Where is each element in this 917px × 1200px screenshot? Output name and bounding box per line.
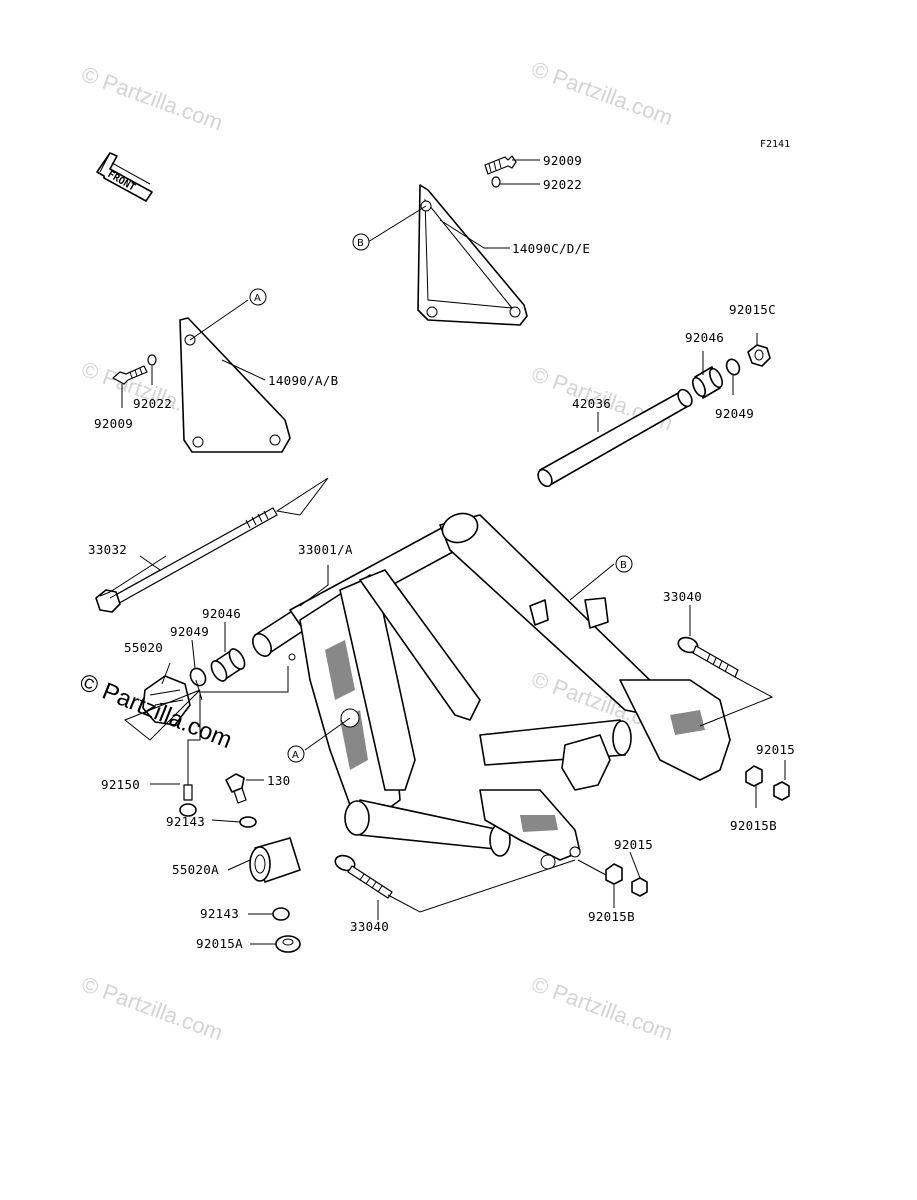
- nut-92015b-right-icon: [745, 765, 763, 787]
- collar-92143-top-icon: [239, 816, 257, 828]
- watermark: © Partzilla.com: [528, 56, 676, 130]
- mount-55020a-icon: [249, 837, 301, 883]
- label-92009-top: 92009: [543, 153, 582, 168]
- label-55020: 55020: [124, 640, 163, 655]
- bolt-92009-left-icon: [112, 365, 148, 385]
- washer-92022-left-icon: [147, 354, 157, 366]
- label-92150: 92150: [101, 777, 140, 792]
- watermark: © Partzilla.com: [78, 971, 226, 1045]
- label-92143-top: 92143: [166, 814, 205, 829]
- mount-55020-icon: [142, 675, 191, 726]
- washer-92049-right-icon: [725, 358, 741, 376]
- label-14090cde: 14090C/D/E: [512, 241, 590, 256]
- bushing-92046-right-icon: [692, 366, 723, 399]
- adjuster-33040-right-icon: [677, 636, 739, 678]
- washer-92049-left-icon: [189, 667, 207, 687]
- label-92049-right: 92049: [715, 406, 754, 421]
- ref-b-top: B: [352, 233, 370, 251]
- label-33040-bot: 33040: [350, 919, 389, 934]
- label-33040-right: 33040: [663, 589, 702, 604]
- ref-b-frame: B: [615, 555, 633, 573]
- collar-92143-bot-icon: [272, 907, 290, 921]
- diagram-code: F2141: [760, 139, 790, 150]
- bushing-92046-left-icon: [210, 648, 246, 682]
- ref-a-top: A: [249, 288, 267, 306]
- nut-92015c-icon: [747, 344, 771, 367]
- label-42036: 42036: [572, 396, 611, 411]
- label-92009-left: 92009: [94, 416, 133, 431]
- bolt-130-icon: [225, 773, 247, 804]
- watermark-main: © Partzilla.com: [76, 669, 236, 755]
- label-55020a: 55020A: [172, 862, 219, 877]
- label-92015b-r2: 92015B: [588, 909, 635, 924]
- watermark: © Partzilla.com: [78, 61, 226, 135]
- nut-92015-bot-icon: [631, 877, 648, 897]
- label-92015a: 92015A: [196, 936, 243, 951]
- ref-a-frame: A: [287, 745, 305, 763]
- adjuster-33040-bot-icon: [334, 854, 393, 899]
- part-labels: 92009 92022 14090C/D/E 92015C 92046 9204…: [88, 153, 795, 951]
- svg-text:B: B: [620, 560, 627, 571]
- label-33001a: 33001/A: [298, 542, 353, 557]
- watermarks: © Partzilla.com © Partzilla.com © Partzi…: [78, 56, 676, 1045]
- svg-text:A: A: [292, 750, 299, 761]
- label-92022-left: 92022: [133, 396, 172, 411]
- label-92015c: 92015C: [729, 302, 776, 317]
- label-92046-left: 92046: [202, 606, 241, 621]
- label-92015-r1: 92015: [756, 742, 795, 757]
- label-92015-r2: 92015: [614, 837, 653, 852]
- watermark: © Partzilla.com: [528, 971, 676, 1045]
- label-92143-bot: 92143: [200, 906, 239, 921]
- bolt-92009-top-icon: [484, 155, 517, 175]
- bolt-92150-icon: [179, 784, 197, 817]
- label-33032: 33032: [88, 542, 127, 557]
- nut-92015a-icon: [275, 935, 301, 953]
- svg-text:B: B: [357, 238, 364, 249]
- svg-text:A: A: [254, 293, 261, 304]
- leader-33032-arrow: [275, 477, 329, 516]
- bracket-14090cde-icon: [417, 184, 528, 326]
- front-arrow-icon: FRONT: [96, 152, 153, 202]
- label-92015b-r1: 92015B: [730, 818, 777, 833]
- nut-92015b-bot-icon: [605, 863, 623, 885]
- label-92022-top: 92022: [543, 177, 582, 192]
- shaft-42036-icon: [537, 388, 693, 488]
- label-14090ab: 14090/A/B: [268, 373, 338, 388]
- label-130: 130: [267, 773, 290, 788]
- washer-92022-top-icon: [491, 176, 501, 188]
- nut-92015-right-icon: [773, 781, 790, 801]
- label-92046-right: 92046: [685, 330, 724, 345]
- swingarm-33001a-icon: [252, 512, 731, 870]
- label-92049-left: 92049: [170, 624, 209, 639]
- leader-lines: [99, 159, 786, 945]
- bolt-33032-icon: [95, 507, 278, 613]
